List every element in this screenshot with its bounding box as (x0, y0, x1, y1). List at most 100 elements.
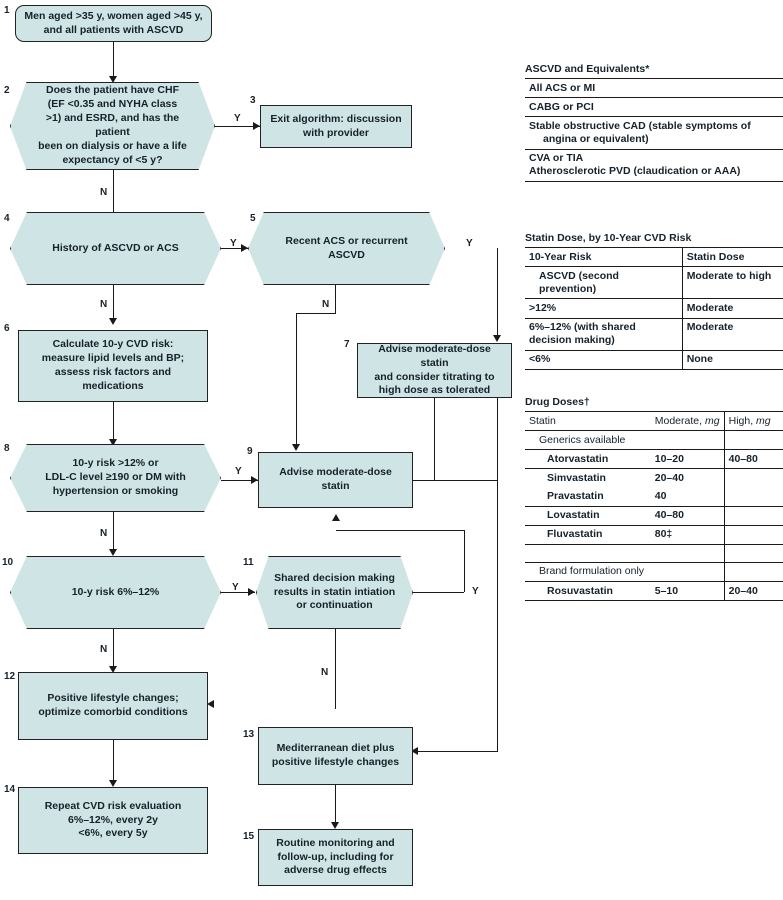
branch-label-4-no: N (100, 299, 108, 310)
statin-dose-table: 10-Year Risk Statin Dose ASCVD (second p… (525, 246, 783, 370)
table-row: Brand formulation only (525, 562, 783, 583)
arrowhead-4-to-5 (241, 244, 248, 252)
drug-high-3 (723, 487, 783, 507)
connector-9-to-rail (412, 480, 498, 481)
drug-statin-5: Fluvastatin (525, 525, 651, 545)
node-15-routine-monitoring[interactable]: Routine monitoring and follow-up, includ… (258, 829, 413, 886)
drug-high-5 (723, 525, 783, 545)
right-rail-vertical (497, 398, 498, 751)
branch-label-5-yes: Y (466, 238, 473, 249)
node-4-history-ascvd-decision[interactable]: History of ASCVD or ACS (10, 212, 221, 285)
node-5-shape (248, 212, 445, 285)
connector-6-to-8 (113, 402, 114, 444)
branch-label-2-yes: Y (234, 113, 241, 124)
node-15-label: Routine monitoring and follow-up, includ… (276, 836, 395, 877)
node-1-label: Men aged >35 y, women aged >45 y, and al… (24, 9, 203, 36)
node-6-label: Calculate 10-y CVD risk: measure lipid l… (41, 338, 185, 392)
table-row: Rosuvastatin 5–10 20–40 (525, 581, 783, 602)
node-14-repeat-risk-evaluation[interactable]: Repeat CVD risk evaluation 6%–12%, every… (18, 787, 208, 854)
node-number-13: 13 (243, 729, 255, 740)
table-row: ASCVD (second prevention) Moderate to hi… (525, 266, 783, 300)
statin-dose-risk-2: 6%–12% (with shared decision making) (525, 318, 683, 351)
node-1-population[interactable]: Men aged >35 y, women aged >45 y, and al… (15, 5, 212, 42)
node-12-lifestyle-changes[interactable]: Positive lifestyle changes; optimize com… (18, 672, 208, 740)
ascvd-cell-3: CVA or TIA Atherosclerotic PVD (claudica… (525, 149, 783, 182)
drug-moderate-2: 20–40 (654, 471, 684, 484)
connector-10-to-12 (113, 629, 114, 671)
branch-label-11-yes: Y (472, 586, 479, 597)
drug-high-1: 40–80 (723, 449, 783, 470)
branch-label-2-no: N (100, 187, 108, 198)
node-8-high-risk-decision[interactable]: 10-y risk >12% or LDL-C level ≥190 or DM… (10, 444, 221, 512)
node-11-label: Shared decision making results in statin… (273, 571, 396, 612)
node-2-label: Does the patient have CHF (EF <0.35 and … (38, 84, 187, 166)
table-row: Stable obstructive CAD (stable symptoms … (525, 116, 783, 150)
node-5-label: Recent ACS or recurrent ASCVD (285, 234, 408, 261)
node-number-5: 5 (250, 213, 256, 224)
node-7-label: Advise moderate-dose statin and consider… (374, 342, 495, 397)
ascvd-cell-1: CABG or PCI (525, 97, 783, 118)
node-3-exit-algorithm[interactable]: Exit algorithm: discussion with provider (260, 105, 412, 148)
statin-dose-risk-1: >12% (525, 298, 683, 319)
connector-4-to-5 (221, 248, 248, 249)
table-row-spacer (525, 544, 783, 563)
table-row: <6% None (525, 350, 783, 370)
node-8-label: 10-y risk >12% or LDL-C level ≥190 or DM… (45, 457, 186, 497)
statin-dose-dose-1: Moderate (681, 298, 783, 319)
node-6-calculate-risk[interactable]: Calculate 10-y CVD risk: measure lipid l… (18, 330, 208, 402)
connector-11-yes-horizontal-b (336, 530, 465, 531)
drug-high-7 (723, 562, 783, 583)
drug-header-statin: Statin (525, 410, 651, 432)
connector-5-no-vertical-b (296, 313, 297, 449)
branch-label-11-no: N (321, 667, 329, 678)
table-row: Pravastatin 40 (525, 487, 783, 507)
table-row: Simvastatin 20–40 (525, 468, 783, 488)
table-row: Fluvastatin 80‡ (525, 525, 783, 545)
arrowhead-13-to-15 (331, 822, 339, 829)
node-number-11: 11 (243, 557, 254, 568)
node-13-mediterranean-diet[interactable]: Mediterranean diet plus positive lifesty… (258, 727, 413, 785)
node-5-recent-acs-decision[interactable]: Recent ACS or recurrent ASCVD (248, 212, 445, 285)
ascvd-cell-0: All ACS or MI (525, 77, 783, 99)
table-row: Lovastatin 40–80 (525, 506, 783, 526)
node-2-chf-esrd-decision[interactable]: Does the patient have CHF (EF <0.35 and … (10, 82, 215, 170)
connector-13-to-15 (335, 785, 336, 827)
node-7-advise-moderate-titrate[interactable]: Advise moderate-dose statin and consider… (357, 343, 512, 398)
panel-ascvd-equivalents: ASCVD and Equivalents* All ACS or MI CAB… (525, 63, 783, 182)
statin-dose-header-dose: Statin Dose (681, 246, 783, 268)
connector-4-to-6 (113, 285, 114, 323)
table-row: CVA or TIA Atherosclerotic PVD (claudica… (525, 149, 783, 182)
arrowhead-1-to-2 (109, 76, 117, 83)
node-4-label: History of ASCVD or ACS (52, 241, 179, 254)
node-9-advise-moderate-statin[interactable]: Advise moderate-dose statin (258, 452, 413, 508)
statin-dose-risk-3: <6% (525, 350, 683, 370)
branch-label-8-no: N (100, 528, 108, 539)
table-row: All ACS or MI (525, 77, 783, 99)
connector-2-to-3 (215, 126, 260, 127)
node-13-label: Mediterranean diet plus positive lifesty… (271, 742, 400, 768)
arrowhead-10-to-12 (109, 666, 117, 673)
connector-7-down-rail (434, 398, 435, 480)
table-header-row: 10-Year Risk Statin Dose (525, 246, 783, 268)
connector-5-yes-vertical (497, 248, 498, 340)
drug-doses-table-title: Drug Doses† (525, 396, 590, 408)
connector-11-no-vertical (335, 629, 336, 709)
statin-dose-dose-3: None (681, 350, 783, 370)
connector-1-to-2 (113, 41, 114, 77)
connector-5-no-horizontal (296, 313, 336, 314)
connector-8-to-9 (221, 480, 258, 481)
statin-dose-dose-0: Moderate to high (681, 266, 783, 300)
arrowhead-10-to-11 (248, 588, 255, 596)
node-11-shared-decision[interactable]: Shared decision making results in statin… (256, 556, 413, 629)
drug-moderate-8: 5–10 (650, 581, 725, 602)
drug-high-8: 20–40 (723, 581, 783, 602)
ascvd-table: All ACS or MI CABG or PCI Stable obstruc… (525, 77, 783, 182)
arrowhead-12-to-14 (109, 780, 117, 787)
node-number-1: 1 (4, 5, 10, 16)
table-header-row: Statin Moderate, mg High, mg (525, 410, 783, 432)
node-number-10: 10 (2, 557, 14, 568)
node-10-intermediate-risk-decision[interactable]: 10-y risk 6%–12% (10, 556, 221, 629)
branch-label-4-yes: Y (230, 238, 237, 249)
drug-high-4 (723, 506, 783, 526)
ascvd-cell-2: Stable obstructive CAD (stable symptoms … (525, 116, 783, 150)
